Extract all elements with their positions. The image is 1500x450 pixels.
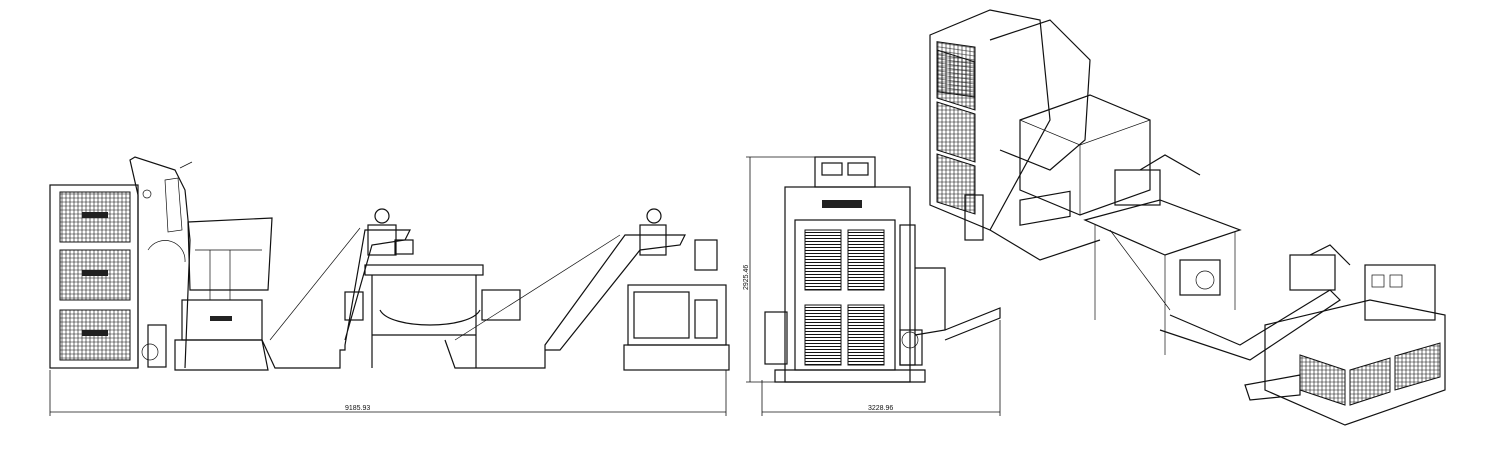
iso-mixer-table — [1083, 199, 1242, 256]
end-width-dimension: 3228.96 — [761, 320, 1001, 416]
feeder-frame — [129, 156, 191, 369]
motor — [147, 324, 167, 368]
conveyor-2 — [444, 234, 686, 369]
iso-conveyor — [1159, 289, 1341, 361]
conveyor-motor-1 — [374, 208, 390, 224]
isometric-view — [929, 9, 1446, 426]
overall-length-label: 9185.93 — [345, 405, 370, 412]
hopper — [187, 217, 273, 291]
iso-control-panel — [1364, 264, 1436, 321]
mixer-table — [364, 264, 484, 276]
side-elevation-view: 9185.93 — [49, 156, 730, 416]
iso-shredder-cabinet — [929, 9, 1051, 231]
overall-length-dimension: 9185.93 — [49, 370, 727, 416]
iso-extruder-unit — [1264, 299, 1446, 426]
end-elevation-view: 3228.96 2925.46 — [743, 156, 1001, 416]
conveyor-motor-2 — [646, 208, 662, 224]
iso-hopper — [1019, 94, 1151, 216]
extruder-unit — [627, 284, 727, 346]
end-width-label: 3228.96 — [868, 405, 893, 412]
height-label: 2925.46 — [743, 265, 750, 290]
mixer-outlet — [481, 289, 521, 321]
grill-panels — [59, 191, 131, 361]
conveyor-1 — [261, 229, 411, 369]
height-dimension: 2925.46 — [743, 156, 815, 383]
